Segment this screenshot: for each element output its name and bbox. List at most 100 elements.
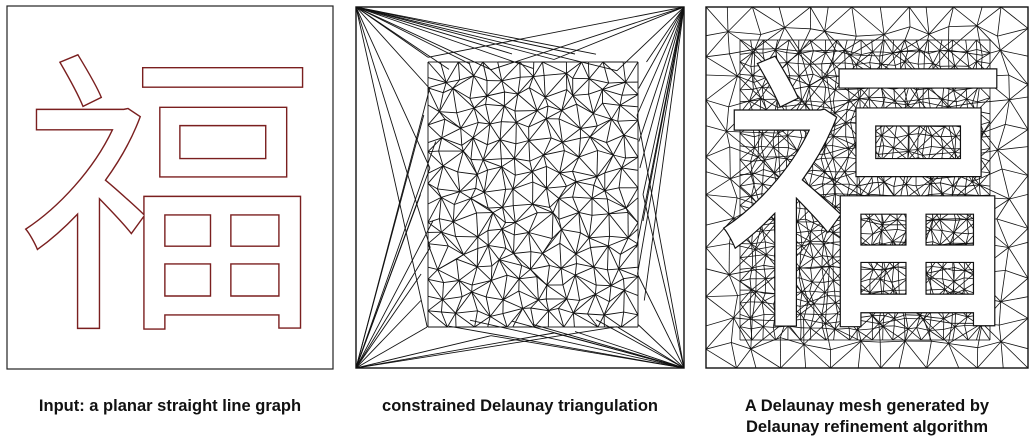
cdt-edge <box>455 310 478 314</box>
refined-fine-edge <box>856 219 862 234</box>
cdt-edge <box>551 137 563 143</box>
refined-fine-edge <box>739 314 751 319</box>
refined-fine-edge <box>907 277 919 292</box>
refined-fine-edge <box>920 330 930 341</box>
refined-edge <box>999 317 1028 326</box>
cdt-edge <box>489 121 502 125</box>
refined-edge <box>851 7 885 35</box>
refined-fine-edge <box>918 133 932 137</box>
cdt-edge <box>611 118 625 136</box>
cdt-edge <box>558 211 580 220</box>
cdt-edge <box>619 104 639 108</box>
cdt-fan-edge <box>356 300 422 368</box>
refined-edge <box>729 218 734 244</box>
cdt-edge <box>497 61 503 81</box>
refined-fine-edge <box>856 233 872 247</box>
refined-fine-edge <box>751 241 766 245</box>
refined-fine-edge <box>765 64 775 78</box>
refined-fine-edge <box>979 301 991 306</box>
refined-edge <box>754 249 757 270</box>
refined-edge <box>948 343 978 368</box>
cdt-edge <box>621 167 639 171</box>
refined-fine-edge <box>786 113 800 127</box>
refined-fine-edge <box>801 100 814 114</box>
refined-edge <box>997 36 1001 51</box>
refined-edge <box>904 340 927 368</box>
refined-fine-edge <box>750 161 753 175</box>
cdt-fan-edge <box>356 7 576 55</box>
refined-edge <box>948 50 950 85</box>
refined-fine-edge <box>846 233 858 242</box>
refined-fine-edge <box>773 218 788 234</box>
cdt-edge <box>485 95 488 105</box>
refined-fine-edge <box>844 157 849 172</box>
refined-fine-edge <box>834 291 836 303</box>
cdt-edge <box>561 89 568 111</box>
cdt-edge <box>560 263 577 269</box>
cdt-edge <box>442 280 460 300</box>
refined-edge <box>780 337 805 345</box>
refined-edge <box>756 267 786 271</box>
refined-fine-edge <box>798 194 801 209</box>
refined-fine-edge <box>932 241 941 246</box>
refined-fine-edge <box>939 219 956 221</box>
cdt-edge <box>589 125 598 138</box>
refined-fine-edge <box>880 291 882 307</box>
refined-fine-edge <box>896 61 906 75</box>
refined-fine-edge <box>963 270 966 278</box>
cdt-edge <box>504 93 519 107</box>
cdt-edge <box>588 88 603 95</box>
cdt-edge <box>594 294 605 316</box>
cdt-fan-edge <box>356 7 492 71</box>
refined-fine-edge <box>868 218 874 235</box>
cdt-edge <box>477 169 488 175</box>
refined-fine-edge <box>953 88 967 91</box>
refined-fine-edge <box>859 208 862 220</box>
refined-fine-edge <box>809 122 826 126</box>
refined-fine-edge <box>786 100 802 114</box>
cdt-edge <box>593 113 612 120</box>
refined-fine-edge <box>920 77 929 89</box>
refined-fine-edge <box>872 135 882 138</box>
cdt-edge <box>607 245 621 255</box>
refined-edge <box>706 31 729 37</box>
refined-edge <box>730 156 759 180</box>
cdt-edge <box>474 310 478 328</box>
cdt-edge <box>458 280 463 297</box>
cdt-edge <box>533 310 549 328</box>
cdt-edge <box>470 188 477 199</box>
cdt-edge <box>455 312 475 328</box>
refined-fine-edge <box>953 210 957 221</box>
refined-fine-edge <box>916 88 929 91</box>
refined-fine-edge <box>824 280 834 293</box>
refined-edge <box>949 242 975 274</box>
refined-fine-edge <box>915 157 919 171</box>
refined-fine-edge <box>967 49 977 53</box>
refined-fine-edge <box>880 208 884 223</box>
refined-fine-edge <box>774 88 791 91</box>
cdt-edge <box>427 87 444 94</box>
cdt-edge <box>606 198 610 214</box>
refined-fine-edge <box>871 74 881 88</box>
refined-fine-edge <box>979 184 981 196</box>
refined-fine-edge <box>952 255 964 259</box>
refined-fine-edge <box>788 267 801 280</box>
refined-fine-edge <box>907 49 920 52</box>
refined-fine-edge <box>980 316 991 327</box>
refined-fine-edge <box>739 205 753 210</box>
refined-fine-edge <box>751 231 754 244</box>
refined-fine-edge <box>799 125 810 127</box>
refined-fine-edge <box>953 220 957 233</box>
cdt-fan-edge <box>356 335 492 368</box>
cdt-fan-edge <box>616 7 684 72</box>
refined-fine-edge <box>893 85 910 90</box>
refined-fine-edge <box>832 241 847 258</box>
refined-fine-edge <box>765 62 778 66</box>
refined-fine-edge <box>765 109 777 125</box>
cdt-edge <box>485 280 492 298</box>
refined-fine-edge <box>944 112 957 127</box>
refined-fine-edge <box>856 54 862 65</box>
cdt-edge <box>437 258 457 270</box>
cdt-edge <box>558 186 567 199</box>
refined-fine-edge <box>739 205 755 221</box>
